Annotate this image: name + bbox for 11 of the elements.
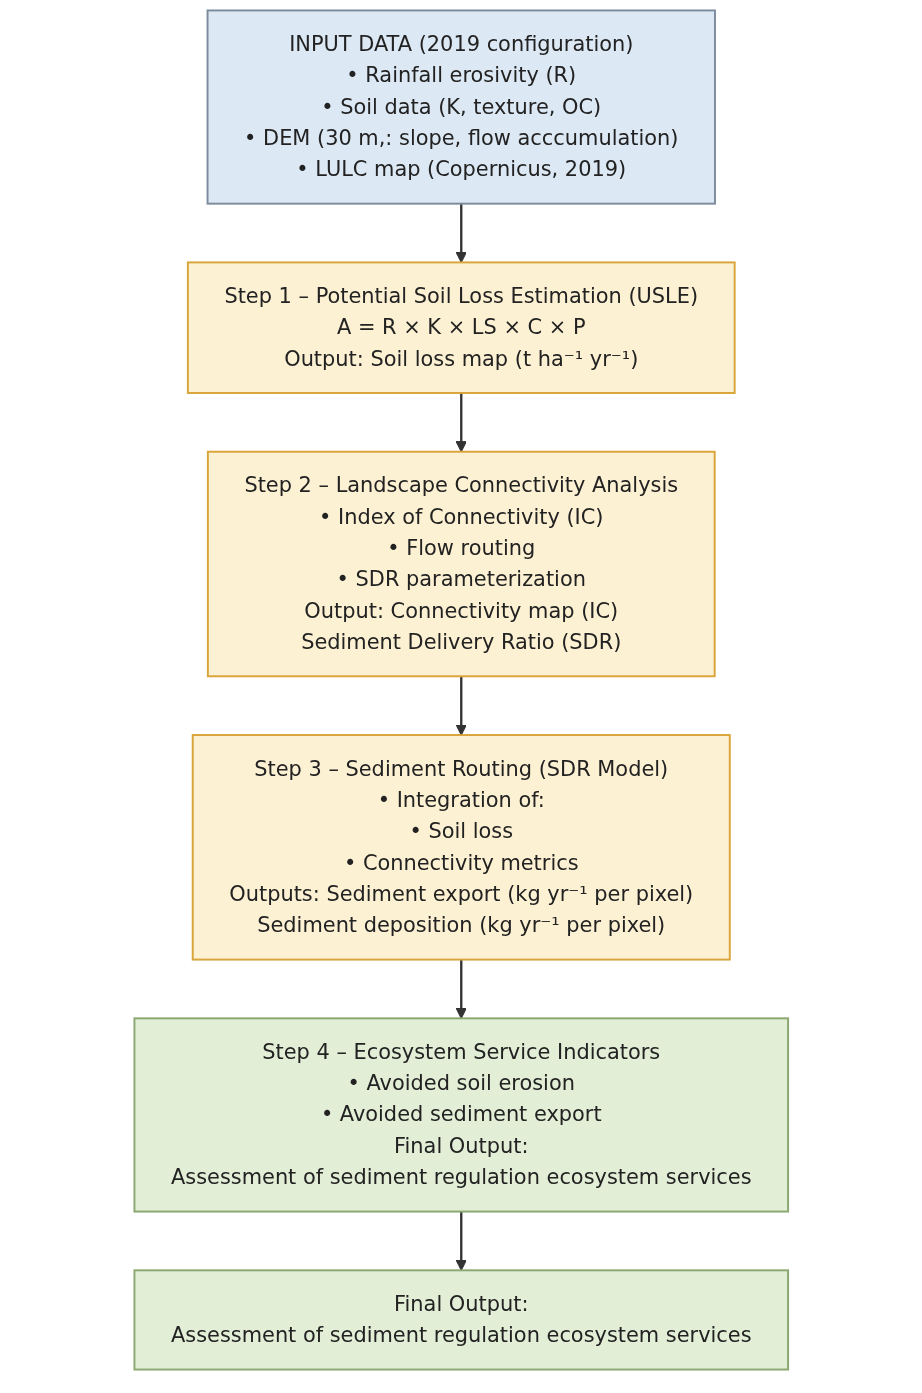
- arrow: [455, 1211, 467, 1271]
- node-box: Step 4 – Ecosystem Service Indicators • Avoided soil erosion • Avoided sediment export Final Output: Assessment of sediment regulation ecosystem services: [133, 1017, 789, 1213]
- node-box: Step 1 – Potential Soil Loss Estimation (USLE) A = R × K × LS × C × P Output: Soil loss map (t ha⁻¹ yr⁻¹): [186, 261, 736, 394]
- node-box: INPUT DATA (2019 configuration) • Rainfall erosivity (R) • Soil data (K, texture, OC) • DEM (30 m,: slope, flow acccumulation) • LULC map (Copernicus, 2019): [206, 9, 716, 205]
- arrow: [455, 393, 467, 453]
- node-box: Step 3 – Sediment Routing (SDR Model) • Integration of: • Soil loss • Connectivity metrics Outputs: Sediment export (kg yr⁻¹ per pixel) Sediment deposition (kg yr⁻¹ per pixel): [191, 734, 731, 961]
- arrow: [455, 959, 467, 1019]
- arrow: [455, 203, 467, 263]
- node-box: Step 2 – Landscape Connectivity Analysis • Index of Connectivity (IC) • Flow routing • SDR parameterization Output: Connectivity map (IC) Sediment Delivery Ratio (SDR): [206, 450, 716, 678]
- arrow: [455, 676, 467, 736]
- node-box: Final Output: Assessment of sediment regulation ecosystem services: [133, 1269, 789, 1371]
